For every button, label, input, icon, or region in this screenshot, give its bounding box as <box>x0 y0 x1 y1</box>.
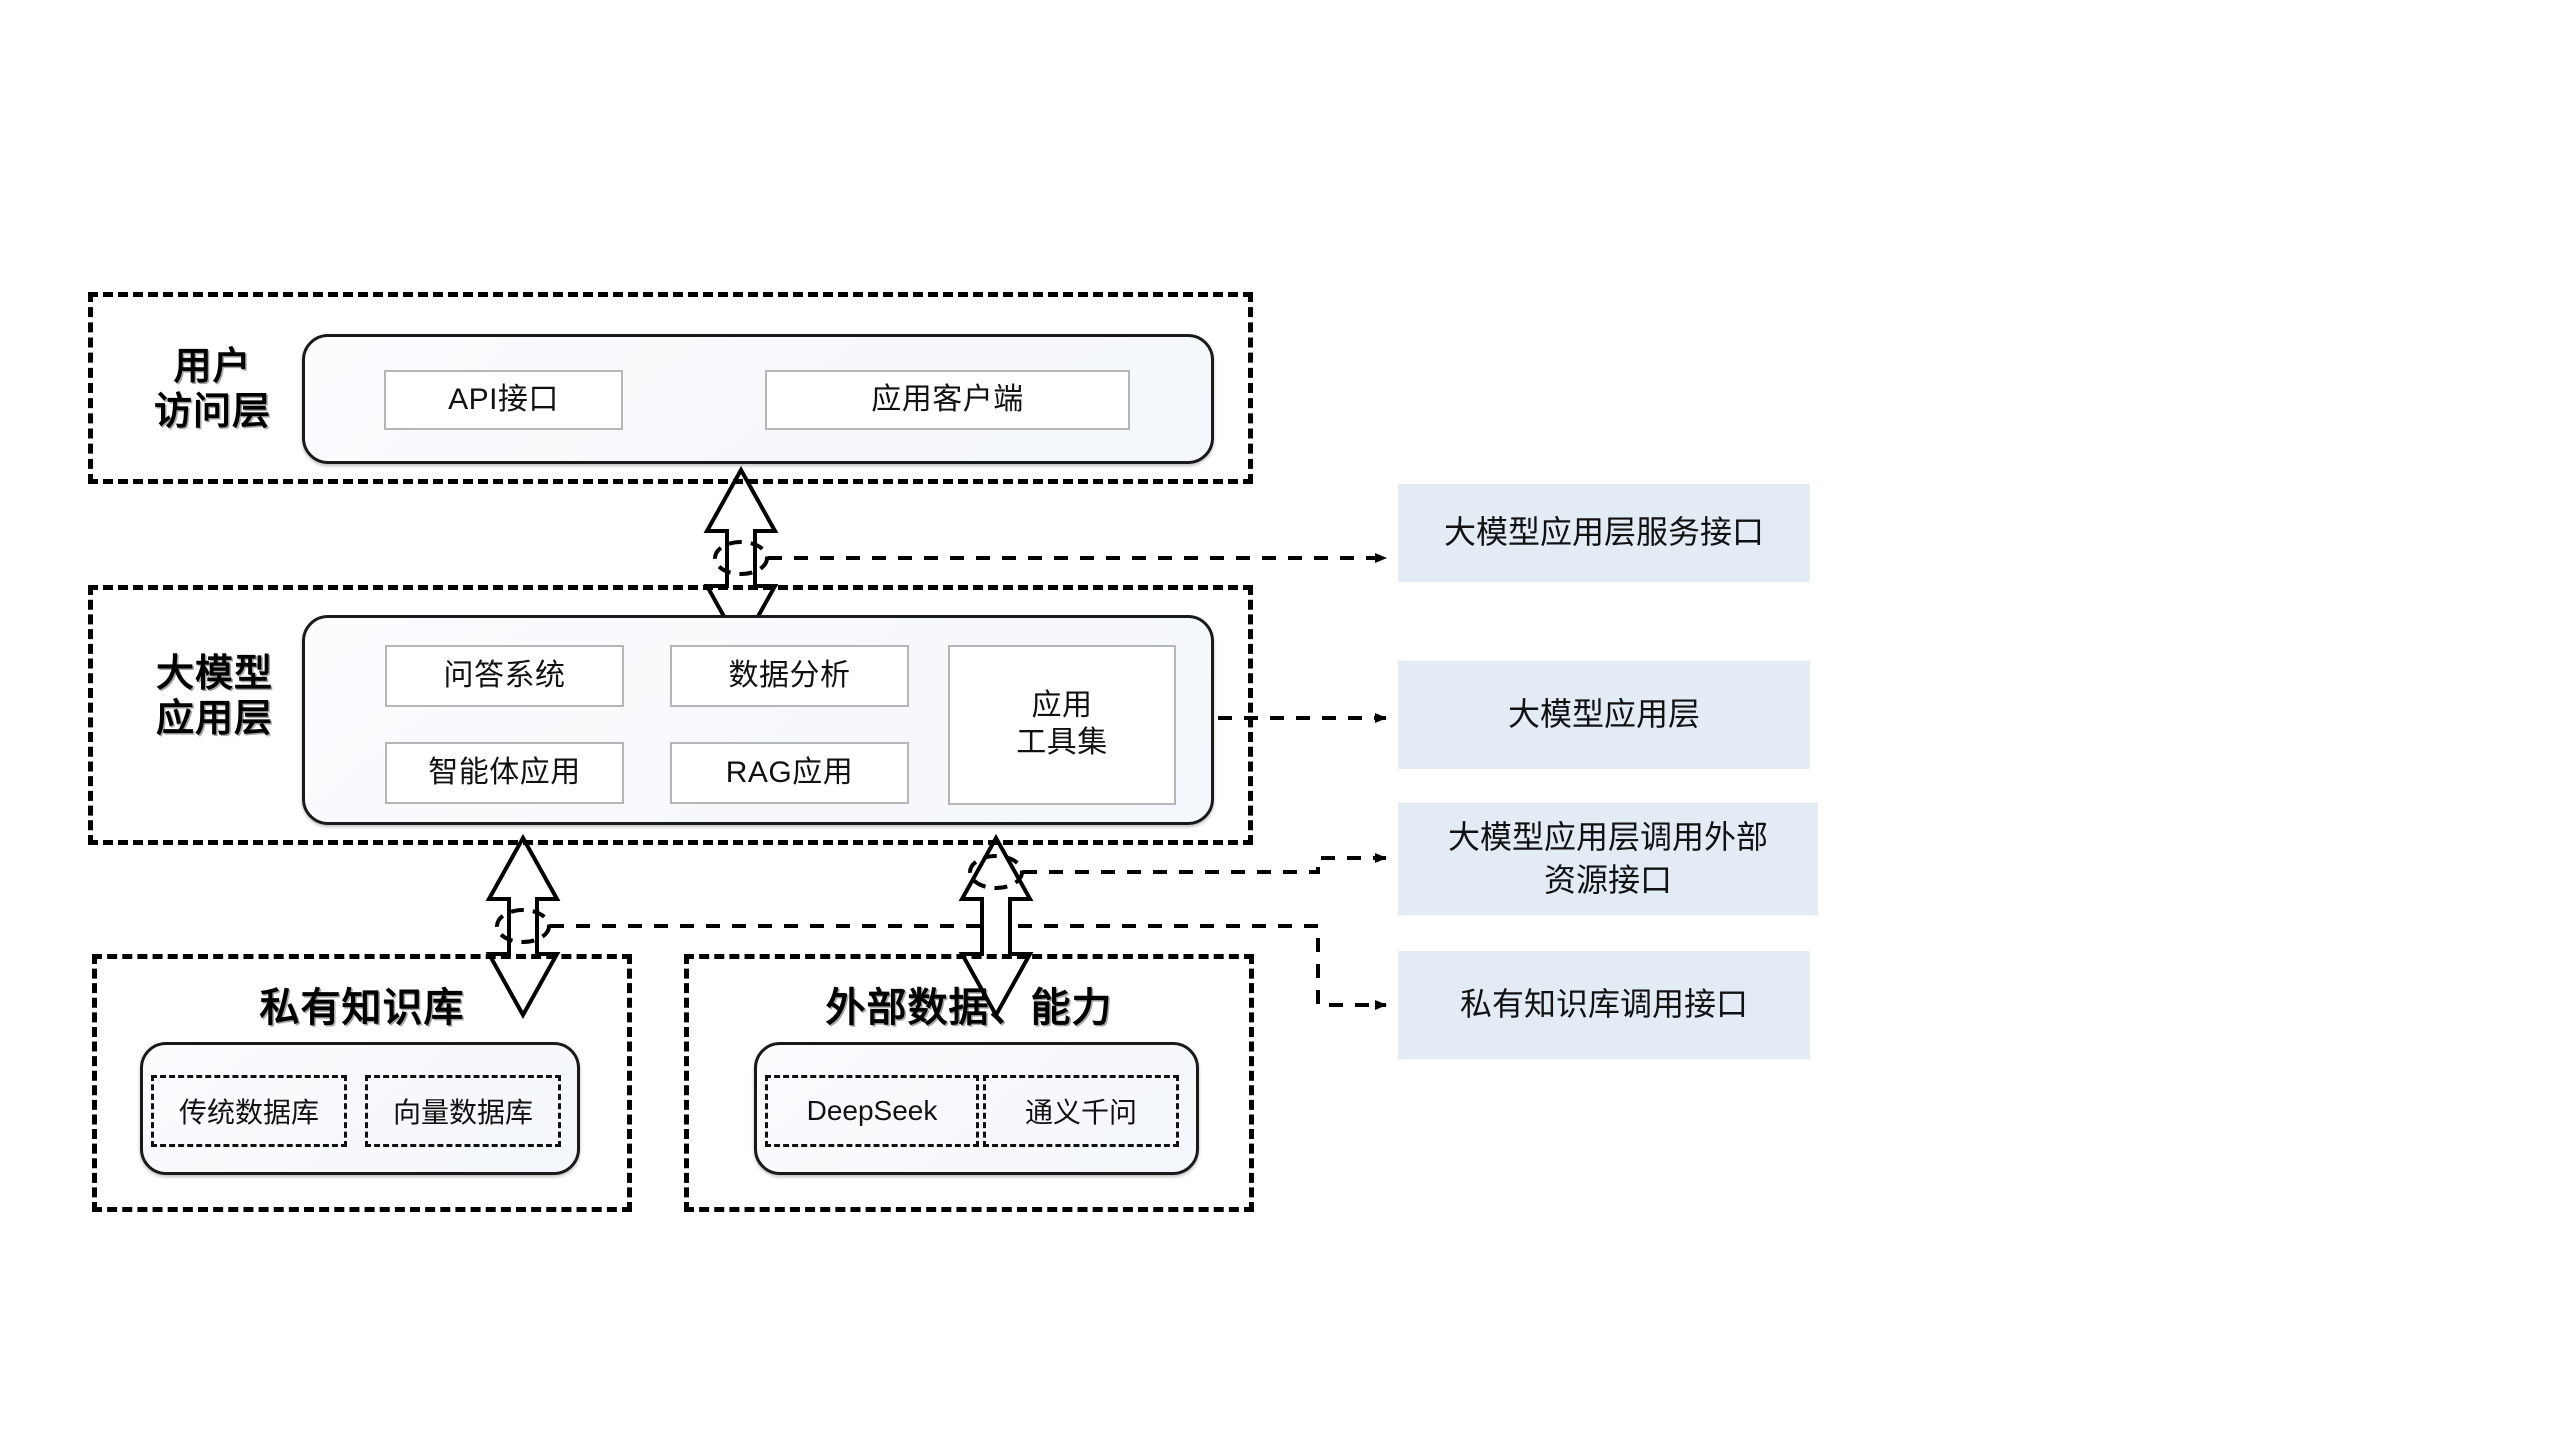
item-agent-application[interactable]: 智能体应用 <box>385 742 624 804</box>
item-app-client[interactable]: 应用客户端 <box>765 370 1130 430</box>
item-data-analysis[interactable]: 数据分析 <box>670 645 909 707</box>
note-app-service-api[interactable]: 大模型应用层服务接口 <box>1398 484 1810 582</box>
item-qa-system[interactable]: 问答系统 <box>385 645 624 707</box>
note-private-kb-api[interactable]: 私有知识库调用接口 <box>1398 951 1810 1059</box>
lead-to-note-external-resource-api <box>1023 853 1387 874</box>
layer-title-private-knowledge: 私有知识库 <box>259 986 465 1030</box>
layer-frame-private-knowledge <box>92 954 632 1212</box>
note-app-layer[interactable]: 大模型应用层 <box>1398 661 1810 769</box>
item-deepseek[interactable]: DeepSeek <box>765 1075 979 1147</box>
layer-title-llm-application: 大模型 应用层 <box>155 653 273 740</box>
layer-frame-user-access <box>88 292 1253 484</box>
item-vector-database[interactable]: 向量数据库 <box>365 1075 561 1147</box>
interface-socket-icon <box>968 854 1024 890</box>
item-tongyi-qianwen[interactable]: 通义千问 <box>983 1075 1179 1147</box>
item-rag-application[interactable]: RAG应用 <box>670 742 909 804</box>
panel-private-knowledge <box>140 1042 580 1175</box>
interface-socket-icon <box>713 540 769 576</box>
layer-frame-external-data <box>684 954 1254 1212</box>
layer-frame-llm-application <box>88 585 1253 845</box>
item-api-interface[interactable]: API接口 <box>384 370 623 430</box>
layer-title-external-data: 外部数据、能力 <box>825 986 1113 1030</box>
layer-title-user-access: 用户 访问层 <box>153 346 271 433</box>
item-app-toolset[interactable]: 应用 工具集 <box>948 645 1176 805</box>
interface-socket-icon <box>495 908 551 944</box>
note-external-resource-api[interactable]: 大模型应用层调用外部 资源接口 <box>1398 803 1818 915</box>
item-traditional-database[interactable]: 传统数据库 <box>151 1075 347 1147</box>
